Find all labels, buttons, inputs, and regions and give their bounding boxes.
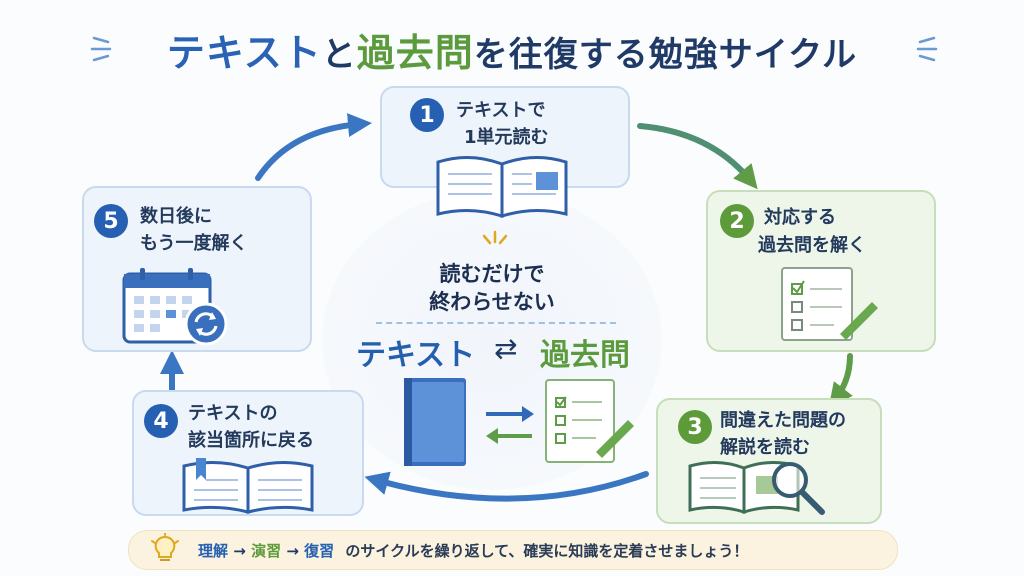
footer-word-review: 復習 <box>304 542 335 560</box>
step-4-line1: テキストの <box>188 403 278 424</box>
footer-word-practice: 演習 <box>251 542 282 560</box>
footer-rest: のサイクルを繰り返して、確実に知識を定着させましょう！ <box>345 542 749 560</box>
footer-message: 理解 → 演習 → 復習 のサイクルを繰り返して、確実に知識を定着させましょう！ <box>198 540 748 561</box>
bookmarked-book-icon <box>182 458 314 514</box>
center-line1: 読むだけで <box>439 262 545 286</box>
arrow-5-to-1 <box>255 113 372 181</box>
spark-icon <box>480 230 510 256</box>
step-2-line1: 対応する <box>764 207 836 228</box>
calendar-repeat-icon <box>122 268 228 346</box>
step-3-line1: 間違えた問題の <box>720 410 846 431</box>
step-number-2: 2 <box>720 204 754 238</box>
footer-arrow-2: → <box>286 542 299 560</box>
step-1-line2: 1単元読む <box>464 127 549 148</box>
swap-arrow-icon: ⇄ <box>494 332 518 365</box>
title-and: と <box>321 35 357 75</box>
step-4-line2: 該当箇所に戻る <box>188 430 314 451</box>
center-past-label: 過去問 <box>540 338 630 373</box>
center-text-label: テキスト <box>356 338 476 373</box>
arrow-2-to-3 <box>828 353 853 408</box>
step-3-line2: 解説を読む <box>720 437 810 458</box>
title-past-exams: 過去問 <box>356 31 474 75</box>
textbook-icon <box>404 378 466 466</box>
step-number-5: 5 <box>94 204 128 238</box>
title-rest: を往復する勉強サイクル <box>473 35 858 75</box>
footer-arrow-1: → <box>233 542 246 560</box>
step-5-line2: もう一度解く <box>140 233 248 254</box>
exchange-arrows-icon <box>486 406 534 444</box>
arrow-1-to-2 <box>637 123 758 190</box>
step-2-line2: 過去問を解く <box>758 235 866 256</box>
footer-word-understand: 理解 <box>198 542 229 560</box>
step-1-line1: テキストで <box>456 100 546 121</box>
footer-bar <box>128 530 898 570</box>
title-deco-left <box>90 32 116 70</box>
step-number-3: 3 <box>678 410 712 444</box>
center-illustration <box>404 378 634 466</box>
checklist-icon <box>781 267 878 341</box>
step-number-4: 4 <box>144 404 178 438</box>
center-line2: 終わらせない <box>429 290 555 314</box>
book-magnifier-icon <box>688 461 825 515</box>
step-5-line1: 数日後に <box>140 206 212 227</box>
center-divider <box>376 322 616 324</box>
lightbulb-icon <box>151 533 179 561</box>
arrow-3-to-4 <box>364 471 649 502</box>
open-book-icon <box>436 155 568 219</box>
title-text: テキスト <box>166 31 322 75</box>
exam-sheet-icon <box>545 379 634 463</box>
step-number-1: 1 <box>410 98 444 132</box>
page-title: テキストと過去問を往復する勉強サイクル <box>0 22 1024 77</box>
title-deco-right <box>912 32 938 70</box>
